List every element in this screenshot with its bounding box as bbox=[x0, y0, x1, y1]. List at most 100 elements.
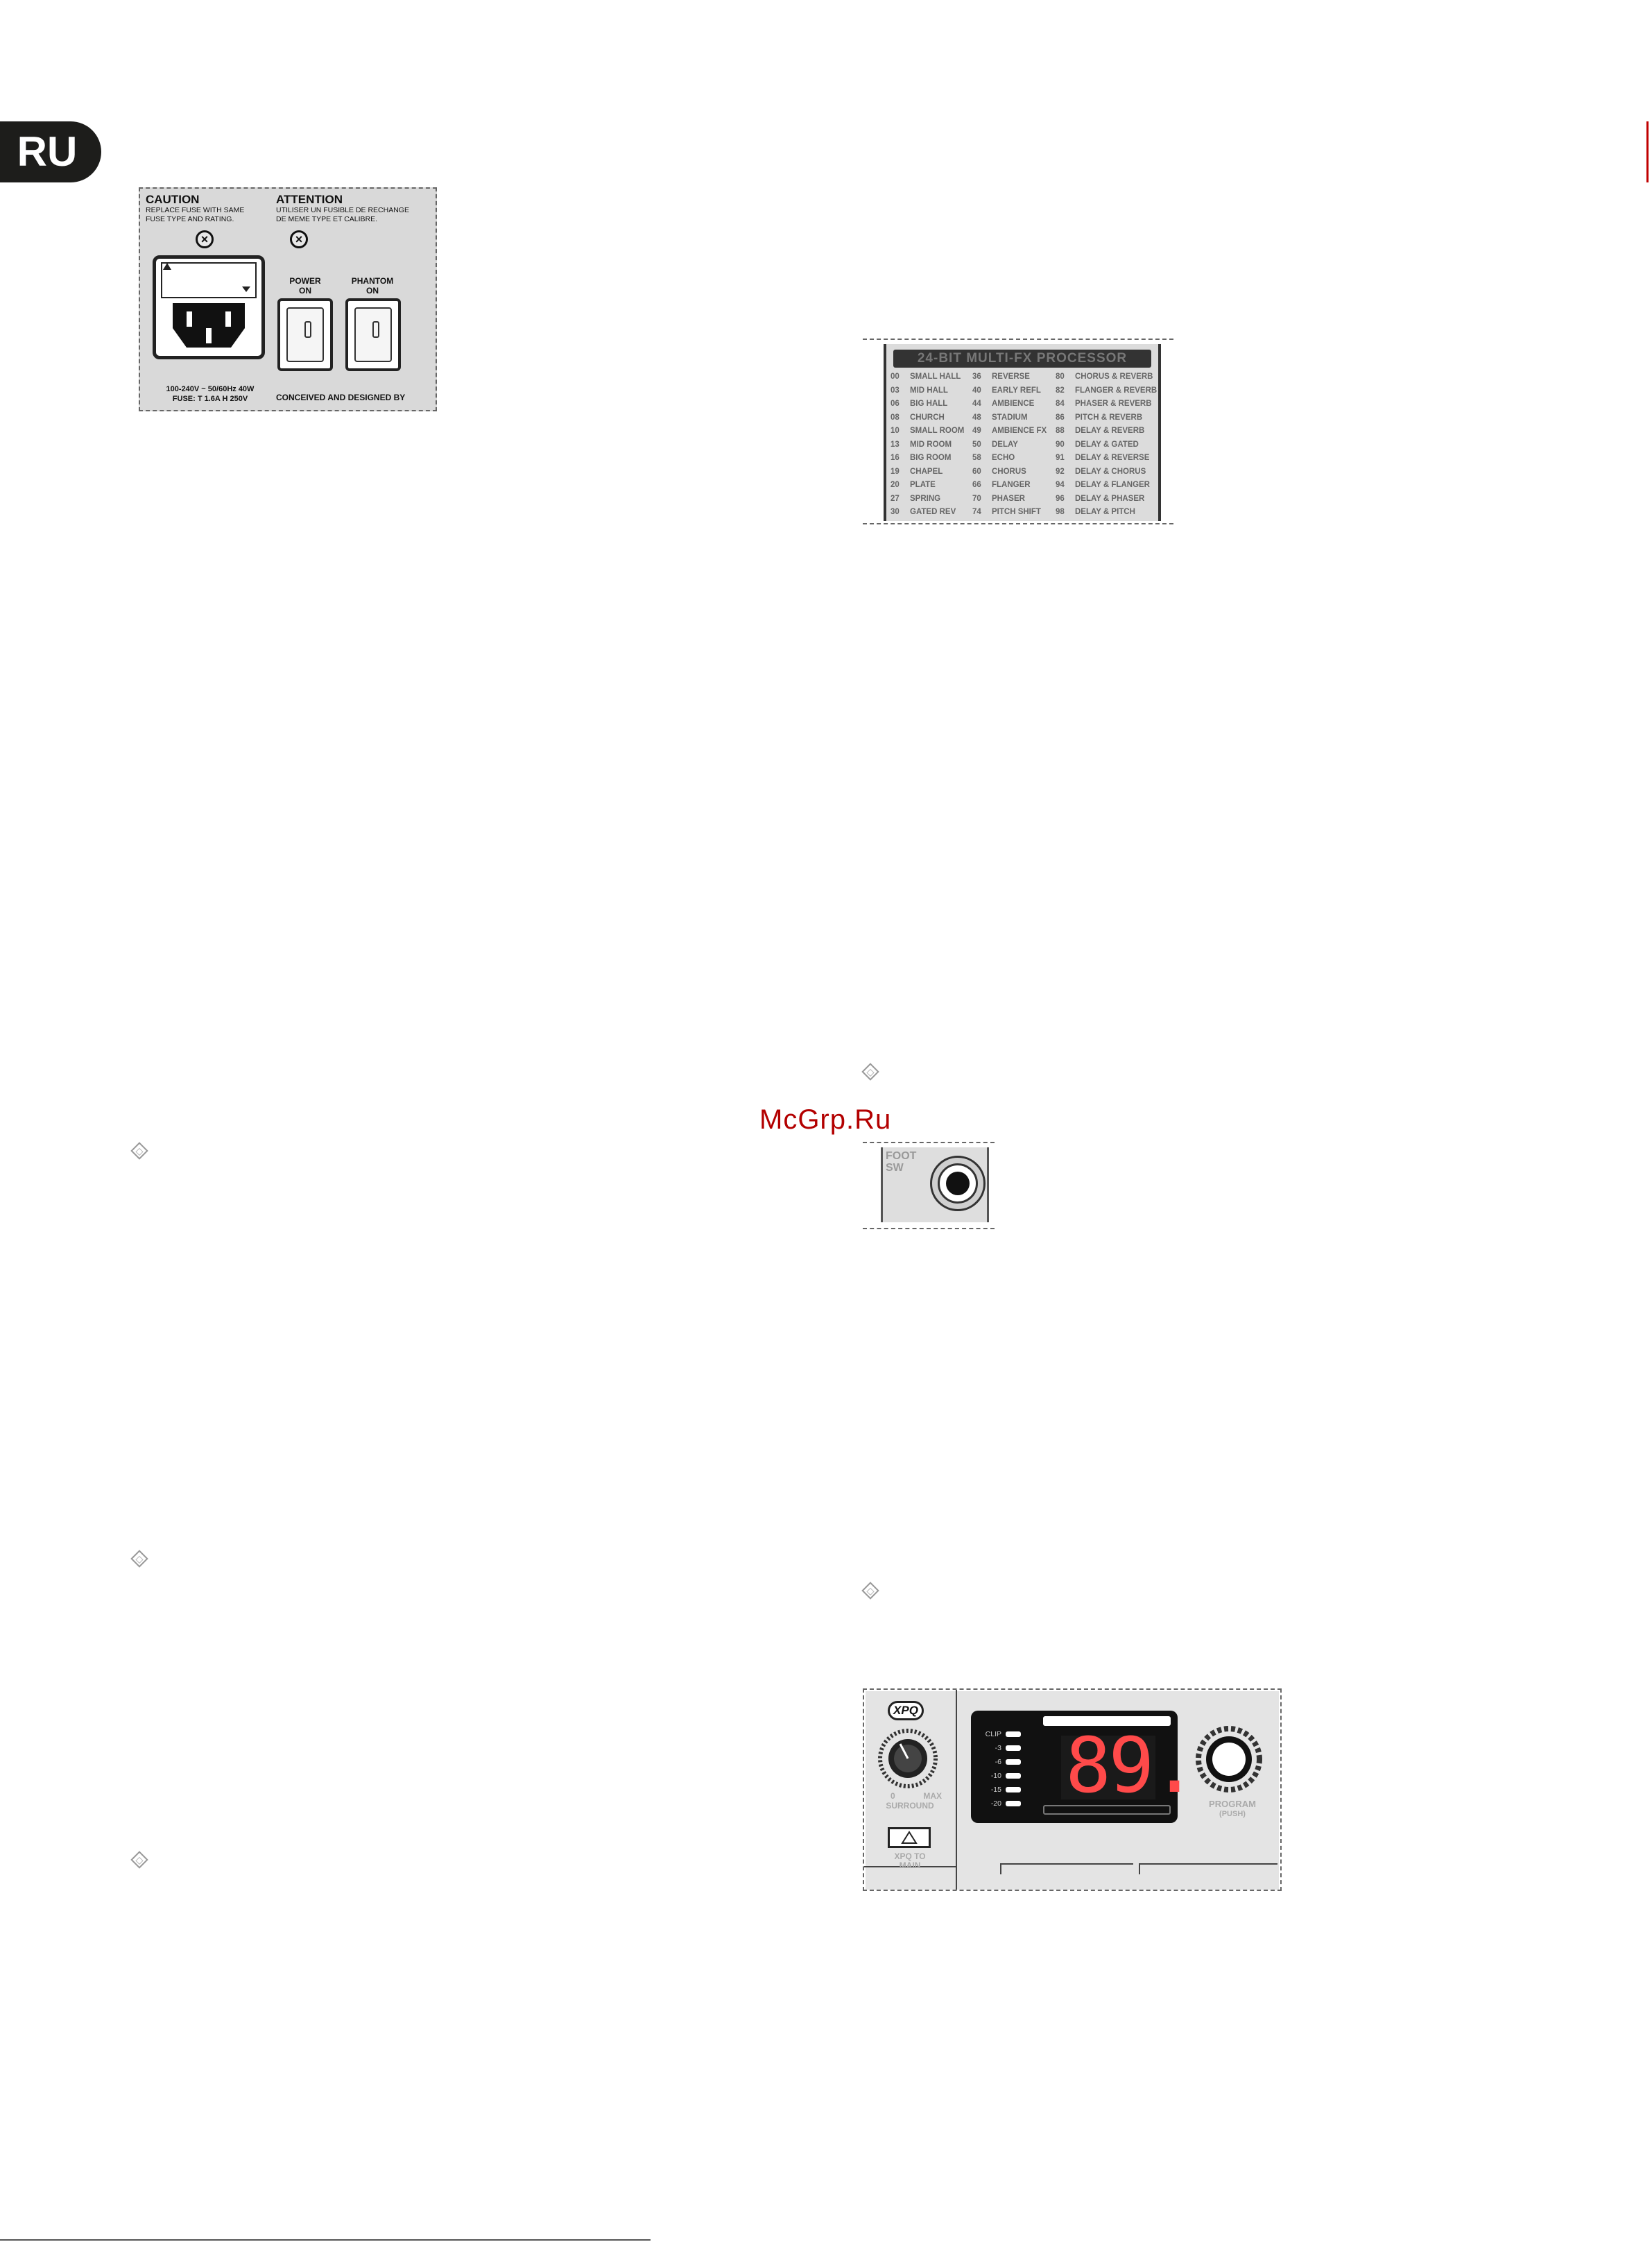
fx-entry-number: 58 bbox=[972, 454, 981, 462]
xpq-to-main-button[interactable] bbox=[888, 1827, 931, 1848]
led-bar bbox=[1006, 1759, 1021, 1765]
surround-knob[interactable] bbox=[878, 1729, 938, 1788]
meter-label: -6 bbox=[995, 1758, 1001, 1766]
fx-panel: 24-BIT MULTI-FX PROCESSOR 00 SMALL HALL 03… bbox=[884, 344, 1161, 521]
fx-entry-number: 03 bbox=[890, 386, 900, 395]
screw-icon: × bbox=[196, 230, 214, 248]
program-label-sub: (PUSH) bbox=[1219, 1810, 1246, 1818]
fx-entry: 66 FLANGER bbox=[972, 479, 1047, 493]
fx-entry-name: BIG ROOM bbox=[910, 454, 952, 462]
fx-entry-number: 88 bbox=[1056, 427, 1065, 435]
meter-label: -3 bbox=[995, 1744, 1001, 1752]
bracket-tick bbox=[1000, 1863, 1001, 1874]
bracket-tick bbox=[1139, 1863, 1140, 1874]
display-bottom-bar bbox=[1043, 1805, 1171, 1815]
surround-scale: 0 MAX bbox=[879, 1791, 942, 1801]
fx-entry-name: FLANGER bbox=[992, 481, 1031, 489]
fx-entry-number: 98 bbox=[1056, 508, 1065, 516]
rocker-face bbox=[354, 307, 392, 362]
surround-min: 0 bbox=[890, 1791, 895, 1801]
section-divider bbox=[956, 1690, 957, 1890]
fx-entry-name: CHURCH bbox=[910, 413, 945, 422]
fx-entry-number: 94 bbox=[1056, 481, 1065, 489]
power-switch[interactable] bbox=[277, 298, 333, 371]
jack-socket-icon bbox=[946, 1172, 970, 1195]
top-cut-line bbox=[863, 1142, 995, 1143]
footer-rule bbox=[0, 2239, 651, 2241]
fx-list-figure: 24-BIT MULTI-FX PROCESSOR 00 SMALL HALL 03… bbox=[863, 339, 1173, 526]
meter-led: -6 bbox=[978, 1755, 1021, 1769]
fx-entry-number: 66 bbox=[972, 481, 981, 489]
fx-entry-number: 40 bbox=[972, 386, 981, 395]
bottom-cut-line bbox=[863, 523, 1173, 524]
phantom-switch[interactable] bbox=[345, 298, 401, 371]
fx-entry-number: 86 bbox=[1056, 413, 1065, 422]
meter-label: CLIP bbox=[985, 1730, 1001, 1738]
fuse-text: FUSE: T 1.6A H 250V bbox=[172, 395, 248, 403]
phantom-label-line: ON bbox=[366, 286, 379, 296]
caution-title: CAUTION bbox=[146, 193, 200, 206]
designed-by: CONCEIVED AND DESIGNED BY bbox=[276, 393, 406, 402]
rocker-face bbox=[286, 307, 324, 362]
bullet-diamond-icon bbox=[130, 1550, 148, 1568]
bullet-diamond-icon bbox=[130, 1851, 148, 1869]
fx-entry-name: PHASER bbox=[992, 494, 1025, 503]
fx-entry-name: PHASER & REVERB bbox=[1075, 400, 1152, 408]
fx-entry-number: 92 bbox=[1056, 467, 1065, 476]
bullet-diamond-icon bbox=[130, 1142, 148, 1160]
display-window: CLIP-3-6-10-15-20 89. bbox=[971, 1711, 1198, 1823]
xpq-logo: XPQ bbox=[888, 1701, 924, 1720]
fx-entry-number: 84 bbox=[1056, 400, 1065, 408]
program-encoder[interactable] bbox=[1196, 1726, 1262, 1792]
fx-entry-name: SMALL HALL bbox=[910, 373, 961, 381]
foot-switch-jack[interactable] bbox=[930, 1156, 986, 1211]
fx-entry-name: ECHO bbox=[992, 454, 1015, 462]
fx-entry-name: PLATE bbox=[910, 481, 936, 489]
fx-entry-name: STADIUM bbox=[992, 413, 1028, 422]
fx-entry-number: 96 bbox=[1056, 494, 1065, 503]
led-bar bbox=[1006, 1787, 1021, 1793]
screw-icon: × bbox=[290, 230, 308, 248]
iec-socket-icon bbox=[161, 262, 257, 348]
section-divider bbox=[864, 1866, 956, 1867]
caution-line: REPLACE FUSE WITH SAME bbox=[146, 206, 245, 214]
program-label-line: PROGRAM bbox=[1209, 1799, 1256, 1809]
fx-entry-name: SMALL ROOM bbox=[910, 427, 965, 435]
fx-entry-number: 50 bbox=[972, 440, 981, 449]
fx-entry-number: 00 bbox=[890, 373, 900, 381]
fx-entry: 16 BIG ROOM bbox=[890, 452, 964, 465]
watermark: McGrp.Ru bbox=[759, 1104, 892, 1135]
fx-entry-number: 13 bbox=[890, 440, 900, 449]
fx-entry-number: 82 bbox=[1056, 386, 1065, 395]
fx-title: 24-BIT MULTI-FX PROCESSOR bbox=[893, 350, 1151, 368]
xpq-to-main-line: XPQ TO bbox=[894, 1851, 926, 1861]
power-socket[interactable] bbox=[153, 255, 265, 359]
power-rating: 100-240V ~ 50/60Hz 40W FUSE: T 1.6A H 25… bbox=[144, 384, 276, 404]
fx-entry-number: 16 bbox=[890, 454, 900, 462]
fx-entry-name: DELAY & PHASER bbox=[1075, 494, 1145, 503]
page-edge-marker bbox=[1646, 121, 1649, 182]
fx-entry-number: 48 bbox=[972, 413, 981, 422]
fx-entry: 00 SMALL HALL bbox=[890, 370, 964, 384]
led-bar bbox=[1006, 1773, 1021, 1779]
fx-entry-number: 10 bbox=[890, 427, 900, 435]
rocker-indicator-icon bbox=[304, 321, 311, 338]
led-bar bbox=[1006, 1801, 1021, 1807]
fx-entry-number: 74 bbox=[972, 508, 981, 516]
fx-entry: 10 SMALL ROOM bbox=[890, 425, 964, 438]
fx-display-figure: XPQ 0 MAX SURROUND XPQ TO MAIN CLIP-3-6-… bbox=[863, 1688, 1282, 1891]
fx-entry-name: BIG HALL bbox=[910, 400, 948, 408]
fx-entry-number: 70 bbox=[972, 494, 981, 503]
fx-entry-number: 80 bbox=[1056, 373, 1065, 381]
foot-switch-label-line: FOOT bbox=[886, 1150, 917, 1162]
